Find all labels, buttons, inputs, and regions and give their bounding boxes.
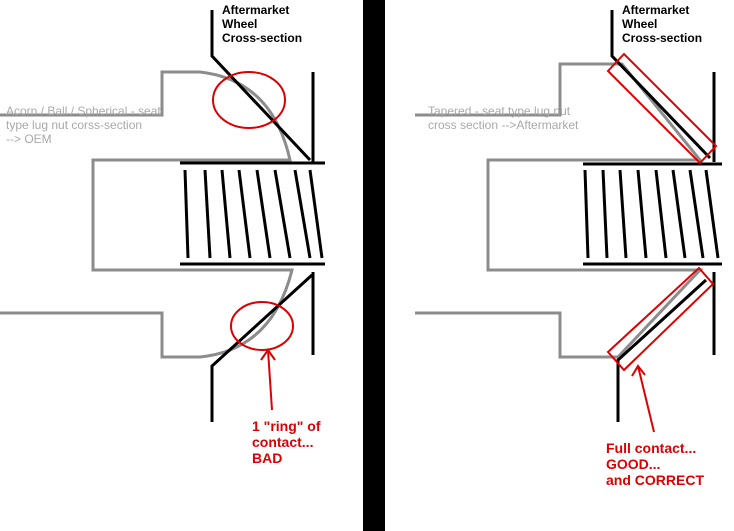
nut-label-line: type lug nut corss-section — [6, 117, 143, 132]
nut-label-line: cross section -->Aftermarket — [428, 117, 579, 132]
right-panel — [415, 10, 722, 433]
wheel-stud-right — [583, 162, 722, 266]
wheel-label-line: Cross-section — [622, 30, 703, 45]
nut-label-line: Acorn / Ball / Spherical - seat — [6, 104, 161, 118]
nut-label-left: Acorn / Ball / Spherical - seat type lug… — [6, 104, 161, 146]
result-label-line: 1 "ring" of — [252, 418, 321, 434]
left-panel — [0, 10, 325, 422]
result-label-left: 1 "ring" of contact... BAD — [252, 418, 321, 466]
wheel-label-line: Aftermarket — [222, 3, 290, 17]
result-label-line: GOOD... — [606, 456, 661, 473]
wheel-label-line: Wheel — [622, 16, 658, 31]
wheel-label-line: Cross-section — [222, 30, 303, 45]
nut-label-right: Tapered - seat type lug nut cross sectio… — [428, 104, 579, 133]
wheel-cross-section-right — [610, 10, 716, 422]
nut-label-line: Tapered - seat type lug nut — [428, 104, 571, 118]
result-label-line: contact... — [252, 434, 314, 451]
wheel-label-line: Wheel — [222, 16, 258, 31]
panel-divider — [363, 0, 385, 531]
pointer-arrow-right — [631, 364, 655, 433]
contact-zone-bottom — [606, 266, 715, 372]
contact-ring-bottom — [230, 301, 294, 351]
contact-zone-top — [606, 52, 718, 165]
tapered-nut-outline — [415, 62, 704, 359]
nut-label-line: --> OEM — [6, 131, 52, 146]
result-label-line: BAD — [252, 450, 283, 467]
contact-ring-top — [212, 71, 286, 129]
result-label-line: Full contact... — [606, 440, 697, 456]
result-label-line: and CORRECT — [606, 472, 704, 489]
wheel-label-line: Aftermarket — [622, 3, 690, 17]
result-label-right: Full contact... GOOD... and CORRECT — [606, 440, 704, 488]
wheel-label-left: Aftermarket Wheel Cross-section — [222, 3, 303, 45]
wheel-stud — [180, 161, 325, 266]
pointer-arrow-left — [260, 348, 276, 411]
wheel-label-right: Aftermarket Wheel Cross-section — [622, 3, 703, 45]
